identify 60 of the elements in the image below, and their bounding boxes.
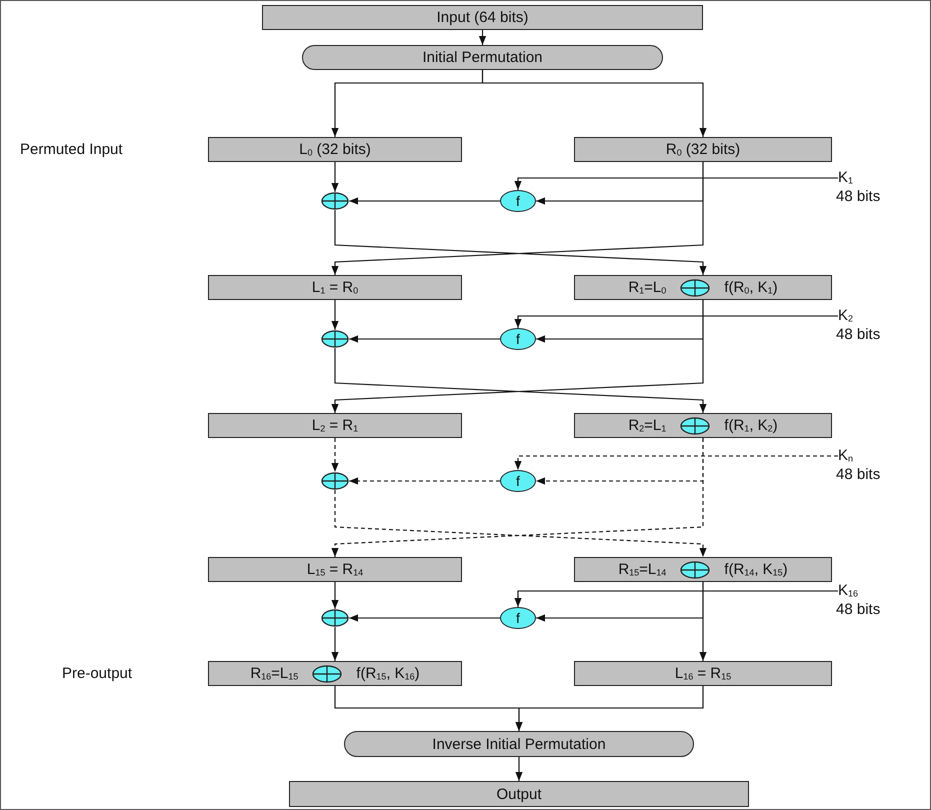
permutation-box (344, 731, 694, 757)
function-ellipse (500, 190, 536, 212)
data-box (208, 275, 462, 300)
xor-symbol (321, 330, 349, 348)
data-box (208, 557, 462, 582)
arrow (514, 590, 838, 607)
function-label: f (516, 610, 520, 626)
arrow (514, 455, 838, 470)
arrow (699, 582, 707, 661)
function-ellipse (500, 328, 536, 350)
bit-size-label: 48 bits (836, 188, 880, 205)
arrow (331, 300, 339, 330)
data-box (262, 5, 703, 30)
arrow (331, 162, 339, 192)
data-box (289, 781, 749, 807)
arrow (514, 177, 838, 190)
data-box (208, 413, 462, 438)
data-box (574, 557, 832, 582)
arrow (331, 438, 339, 472)
arrow (349, 477, 500, 485)
box-label: Inverse Initial Permutation (432, 736, 606, 752)
bit-size-label: 48 bits (836, 601, 880, 618)
box-label: Initial Permutation (422, 49, 543, 66)
permutation-box (302, 45, 663, 70)
arrow (349, 614, 500, 622)
function-ellipse (500, 607, 536, 629)
bit-size-label: 48 bits (836, 326, 880, 343)
arrow (349, 335, 500, 343)
bit-size-label: 48 bits (836, 466, 880, 483)
arrow (334, 210, 707, 275)
data-box (208, 137, 462, 162)
arrow (331, 438, 704, 557)
arrow (331, 627, 339, 661)
data-box (574, 661, 832, 686)
arrow (334, 348, 707, 413)
arrow (482, 70, 707, 137)
data-box (208, 661, 462, 686)
function-label: f (516, 473, 520, 489)
data-box (574, 275, 832, 300)
function-label: f (516, 331, 520, 347)
xor-symbol (321, 192, 349, 210)
arrow (331, 300, 704, 413)
box-label: Output (496, 786, 542, 802)
arrow (349, 197, 500, 205)
stage-label: Permuted Input (20, 141, 123, 158)
data-box (574, 413, 832, 438)
arrow (515, 686, 704, 731)
function-ellipse (500, 470, 536, 492)
xor-symbol (321, 609, 349, 627)
arrow (514, 315, 838, 328)
arrow (478, 30, 486, 45)
arrow (334, 490, 707, 557)
function-label: f (516, 193, 520, 209)
arrow (331, 582, 339, 609)
arrow (331, 162, 704, 275)
xor-symbol (321, 472, 349, 490)
data-box (574, 137, 832, 162)
box-label: Input (64 bits) (436, 9, 528, 26)
stage-label: Pre-output (62, 665, 132, 682)
arrow (515, 757, 523, 781)
